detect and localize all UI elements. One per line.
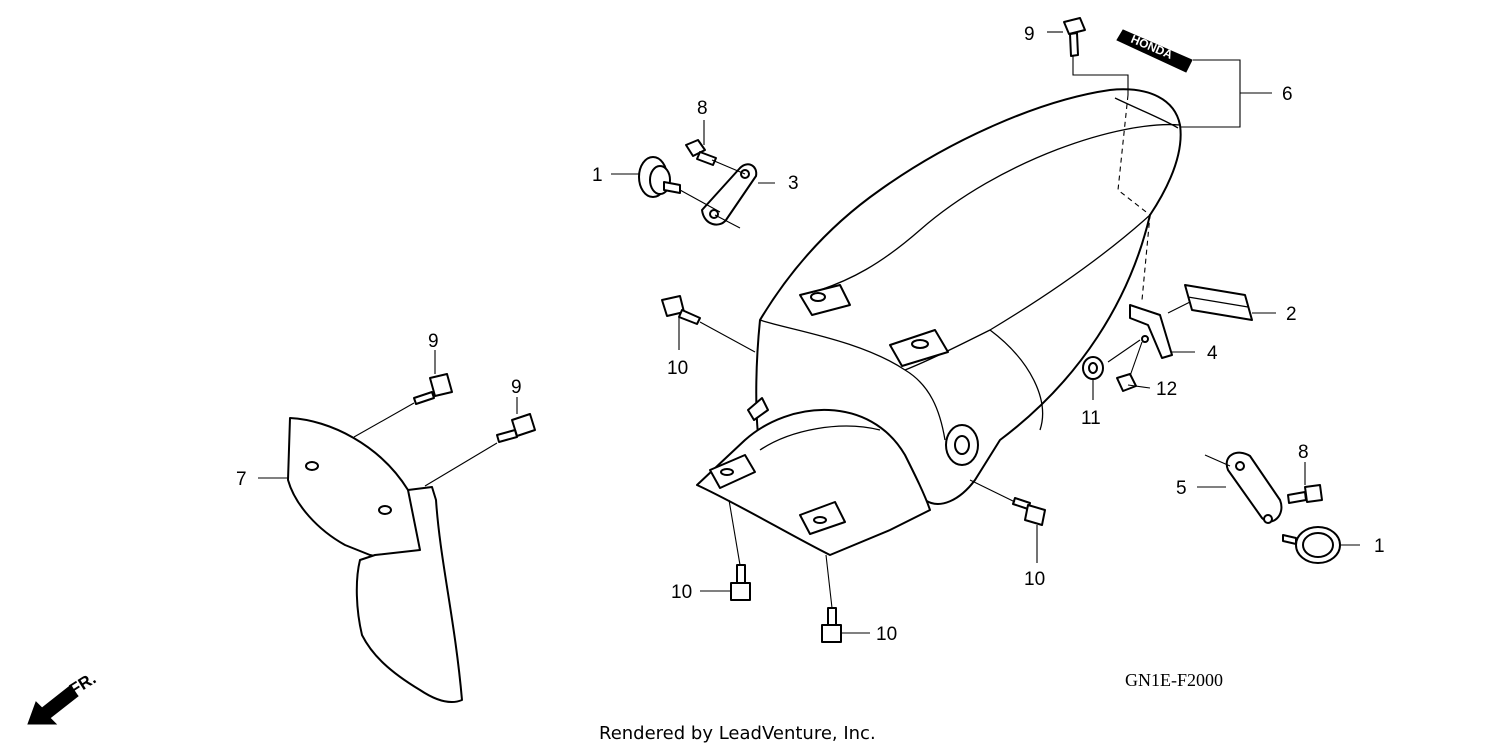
bracket-3 [701,163,758,226]
reflector-rear-2 [1184,284,1253,321]
bolt-9-left-a [413,373,453,405]
nut-12 [1116,373,1137,392]
bracket-5 [1225,451,1283,524]
honda-emblem: HONDA [1116,29,1193,73]
bolt-8-right [1287,484,1323,504]
reflector-upper [638,156,681,198]
front-direction-arrow: FR. [27,669,99,725]
callout-8-upper: 8 [697,98,708,119]
callout-7: 7 [236,469,247,490]
bolt-10-upper [661,295,701,325]
bolt-9-top [1063,17,1086,57]
reflector-bracket-4 [1129,304,1173,359]
footer-credit: Rendered by LeadVenture, Inc. [599,723,876,744]
bolt-10-right [1012,497,1046,526]
callout-6: 6 [1282,84,1293,105]
collar-11 [1082,356,1104,380]
callout-9-left-b: 9 [511,377,522,398]
bolt-8-upper [685,139,717,166]
diagram-code: GN1E-F2000 [1125,670,1223,690]
callout-1-upper: 1 [592,165,603,186]
callout-10-right: 10 [1024,569,1045,590]
callout-8-right: 8 [1298,442,1309,463]
callout-10-upper: 10 [667,358,688,379]
reflector-lower [1282,526,1341,564]
bolt-9-left-b [496,413,536,443]
mudguard-flap [287,417,463,703]
rear-fender [696,88,1182,556]
callout-10-lower-left: 10 [671,582,692,603]
callout-11: 11 [1081,408,1101,429]
leader-lines [258,31,1360,634]
callout-10-lower-mid: 10 [876,624,897,645]
callouts: 1 1 2 3 4 5 6 7 8 8 9 9 9 10 10 10 10 11… [236,24,1385,645]
callout-3: 3 [788,173,799,194]
callout-4: 4 [1207,343,1218,364]
callout-5: 5 [1176,478,1187,499]
emblem-text: HONDA [1129,32,1175,62]
callout-9-left-a: 9 [428,331,439,352]
bolt-10-lower-left [730,564,751,601]
callout-12: 12 [1156,379,1177,400]
callout-1-lower: 1 [1374,536,1385,557]
callout-2: 2 [1286,304,1297,325]
bolt-10-lower-mid [821,607,842,643]
callout-9-top: 9 [1024,24,1035,45]
